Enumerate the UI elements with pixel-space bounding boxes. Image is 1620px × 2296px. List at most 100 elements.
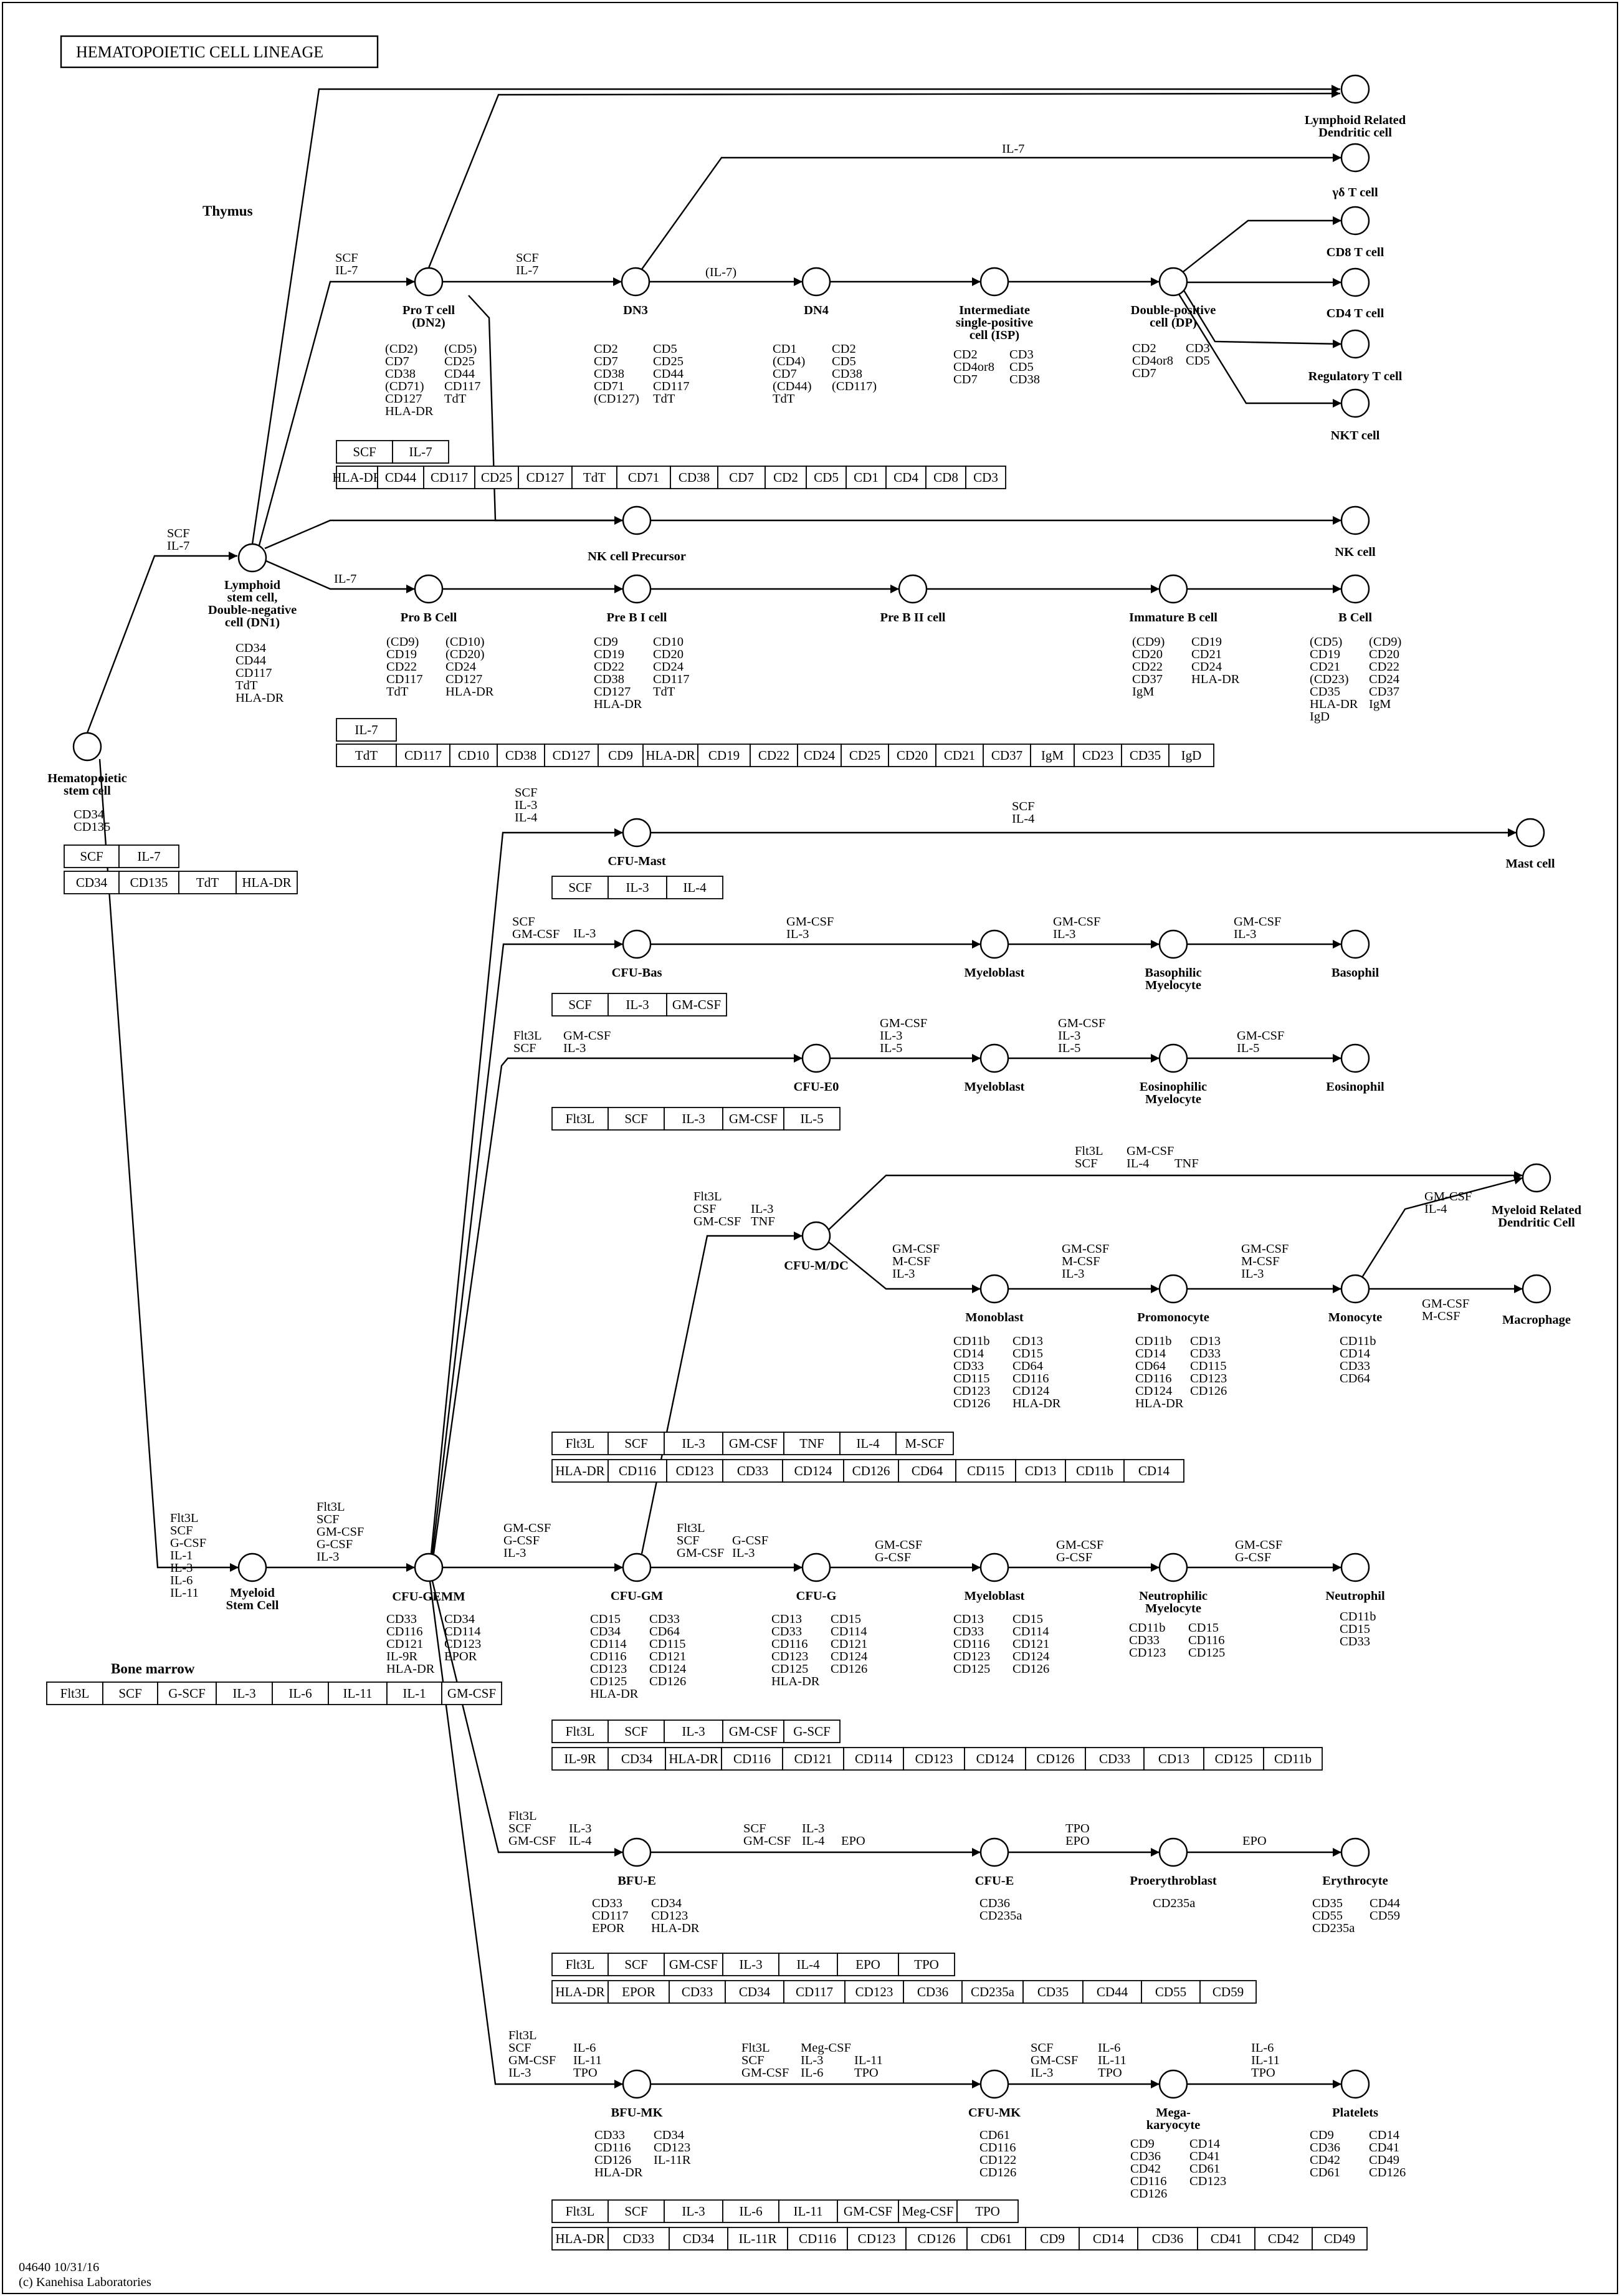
node-circle-cfueo[interactable] bbox=[801, 1043, 831, 1073]
node-cfugm[interactable]: CFU-GMCD15CD34CD114CD116CD123CD125HLA-DR… bbox=[590, 1552, 686, 1701]
node-circle-dn4[interactable] bbox=[801, 267, 831, 297]
node-circle-ery[interactable] bbox=[1340, 1837, 1370, 1867]
node-nkt[interactable]: NKT cell bbox=[1331, 388, 1380, 442]
node-circle-dp[interactable] bbox=[1158, 267, 1188, 297]
node-prebii[interactable]: Pre B II cell bbox=[880, 574, 946, 624]
node-monob[interactable]: MonoblastCD11bCD14CD33CD115CD123CD126CD1… bbox=[953, 1274, 1061, 1410]
node-circle-mb2[interactable] bbox=[979, 1043, 1009, 1073]
node-circle-gdt[interactable] bbox=[1340, 143, 1370, 173]
node-promono[interactable]: PromonocyteCD11bCD14CD64CD116CD124HLA-DR… bbox=[1135, 1274, 1227, 1410]
node-nkpre[interactable]: NK cell Precursor bbox=[588, 505, 686, 563]
node-circle-plt[interactable] bbox=[1340, 2069, 1370, 2099]
node-plt[interactable]: PlateletsCD9CD36CD42CD61CD14CD41CD49CD12… bbox=[1310, 2069, 1406, 2179]
node-neumy[interactable]: NeutrophilicMyelocyteCD11bCD33CD123CD15C… bbox=[1129, 1552, 1225, 1660]
node-circle-lrdc[interactable] bbox=[1340, 74, 1370, 104]
node-nk[interactable]: NK cell bbox=[1335, 505, 1376, 559]
node-circle-mono[interactable] bbox=[1340, 1274, 1370, 1304]
node-cd8t[interactable]: CD8 T cell bbox=[1327, 206, 1384, 259]
node-circle-dn3[interactable] bbox=[621, 267, 650, 297]
node-circle-protcell[interactable] bbox=[414, 267, 444, 297]
node-circle-cfugm[interactable] bbox=[622, 1552, 652, 1582]
node-prebi[interactable]: Pre B I cellCD9CD19CD22CD38CD127HLA-DRCD… bbox=[594, 574, 689, 711]
node-circle-mb3[interactable] bbox=[979, 1552, 1009, 1582]
node-megak[interactable]: Mega-karyocyteCD9CD36CD42CD116CD126CD14C… bbox=[1130, 2069, 1226, 2201]
node-cfubas[interactable]: CFU-Bas bbox=[612, 929, 662, 980]
node-circle-immb[interactable] bbox=[1158, 574, 1188, 604]
node-circle-bfumk[interactable] bbox=[622, 2069, 652, 2099]
node-circle-prebii[interactable] bbox=[898, 574, 928, 604]
node-bfumk[interactable]: BFU-MKCD33CD116CD126HLA-DRCD34CD123IL-11… bbox=[594, 2069, 691, 2179]
node-circle-cfumk[interactable] bbox=[979, 2069, 1009, 2099]
node-circle-macro[interactable] bbox=[1522, 1274, 1551, 1304]
node-treg[interactable]: Regulatory T cell bbox=[1308, 329, 1403, 383]
node-cfumast[interactable]: CFU-Mast bbox=[608, 818, 666, 868]
node-eos[interactable]: Eosinophil bbox=[1326, 1043, 1384, 1094]
node-circle-cfumast[interactable] bbox=[622, 818, 652, 848]
node-circle-isp[interactable] bbox=[979, 267, 1009, 297]
node-circle-megak[interactable] bbox=[1158, 2069, 1188, 2099]
node-circle-cd4t[interactable] bbox=[1340, 267, 1370, 297]
node-protcell[interactable]: Pro T cell(DN2)(CD2)CD7CD38(CD71)CD127HL… bbox=[385, 267, 480, 418]
node-probcell[interactable]: Pro B Cell(CD9)CD19CD22CD117TdT(CD10)(CD… bbox=[386, 574, 494, 699]
node-circle-nk[interactable] bbox=[1340, 505, 1370, 535]
node-circle-mrdc[interactable] bbox=[1522, 1163, 1551, 1193]
node-circle-cfue[interactable] bbox=[979, 1837, 1009, 1867]
node-circle-monob[interactable] bbox=[979, 1274, 1009, 1304]
node-cfumdc[interactable]: CFU-M/DC bbox=[784, 1221, 849, 1273]
node-circle-basmy[interactable] bbox=[1158, 929, 1188, 959]
node-immb[interactable]: Immature B cell(CD9)CD20CD22CD37IgMCD19C… bbox=[1129, 574, 1240, 699]
node-circle-treg[interactable] bbox=[1340, 329, 1370, 359]
node-circle-eosmy[interactable] bbox=[1158, 1043, 1188, 1073]
node-mb1[interactable]: Myeloblast bbox=[965, 929, 1025, 980]
node-cfugemm[interactable]: CFU-GEMMCD33CD116CD121IL-9RHLA-DRCD34CD1… bbox=[386, 1552, 481, 1676]
node-circle-cfug[interactable] bbox=[801, 1552, 831, 1582]
node-circle-mb1[interactable] bbox=[979, 929, 1009, 959]
node-mast[interactable]: Mast cell bbox=[1505, 818, 1555, 871]
node-dn3[interactable]: DN3CD2CD7CD38CD71(CD127)CD5CD25CD44CD117… bbox=[594, 267, 689, 406]
node-circle-promono[interactable] bbox=[1158, 1274, 1188, 1304]
node-cfug[interactable]: CFU-GCD13CD33CD116CD123CD125HLA-DRCD15CD… bbox=[771, 1552, 867, 1688]
node-baso[interactable]: Basophil bbox=[1332, 929, 1379, 980]
node-circle-cfugemm[interactable] bbox=[414, 1552, 444, 1582]
node-cfueo[interactable]: CFU-E0 bbox=[794, 1043, 839, 1094]
node-circle-nkt[interactable] bbox=[1340, 388, 1370, 418]
node-bcell[interactable]: B Cell(CD5)CD19CD21(CD23)CD35HLA-DRIgD(C… bbox=[1310, 574, 1401, 724]
node-circle-neut[interactable] bbox=[1340, 1552, 1370, 1582]
node-circle-neumy[interactable] bbox=[1158, 1552, 1188, 1582]
node-circle-lsc[interactable] bbox=[237, 543, 267, 573]
node-circle-hsc[interactable] bbox=[72, 732, 102, 762]
node-circle-cfubas[interactable] bbox=[622, 929, 652, 959]
node-cd4t[interactable]: CD4 T cell bbox=[1327, 267, 1384, 320]
node-circle-eos[interactable] bbox=[1340, 1043, 1370, 1073]
node-circle-proery[interactable] bbox=[1158, 1837, 1188, 1867]
node-circle-nkpre[interactable] bbox=[622, 505, 652, 535]
node-mb2[interactable]: Myeloblast bbox=[965, 1043, 1025, 1094]
node-circle-prebi[interactable] bbox=[622, 574, 652, 604]
node-circle-mast[interactable] bbox=[1515, 818, 1545, 848]
node-circle-msc[interactable] bbox=[237, 1552, 267, 1582]
node-circle-cfumdc[interactable] bbox=[801, 1221, 831, 1251]
node-mb3[interactable]: MyeloblastCD13CD33CD116CD123CD125CD15CD1… bbox=[953, 1552, 1049, 1676]
node-circle-cd8t[interactable] bbox=[1340, 206, 1370, 236]
node-circle-probcell[interactable] bbox=[414, 574, 444, 604]
node-circle-baso[interactable] bbox=[1340, 929, 1370, 959]
node-macro[interactable]: Macrophage bbox=[1502, 1274, 1571, 1327]
node-gdt[interactable]: γδ T cell bbox=[1332, 143, 1378, 199]
node-circle-bcell[interactable] bbox=[1340, 574, 1370, 604]
